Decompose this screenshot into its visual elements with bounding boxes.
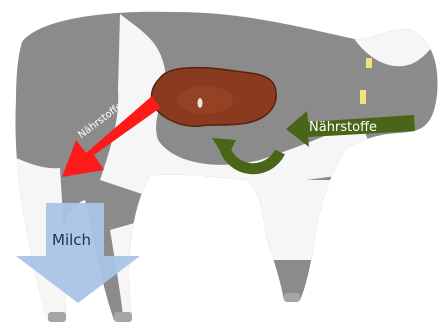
milk-arrow-label: Milch xyxy=(52,233,91,248)
green-arrow-label: Nährstoffe xyxy=(309,121,377,134)
